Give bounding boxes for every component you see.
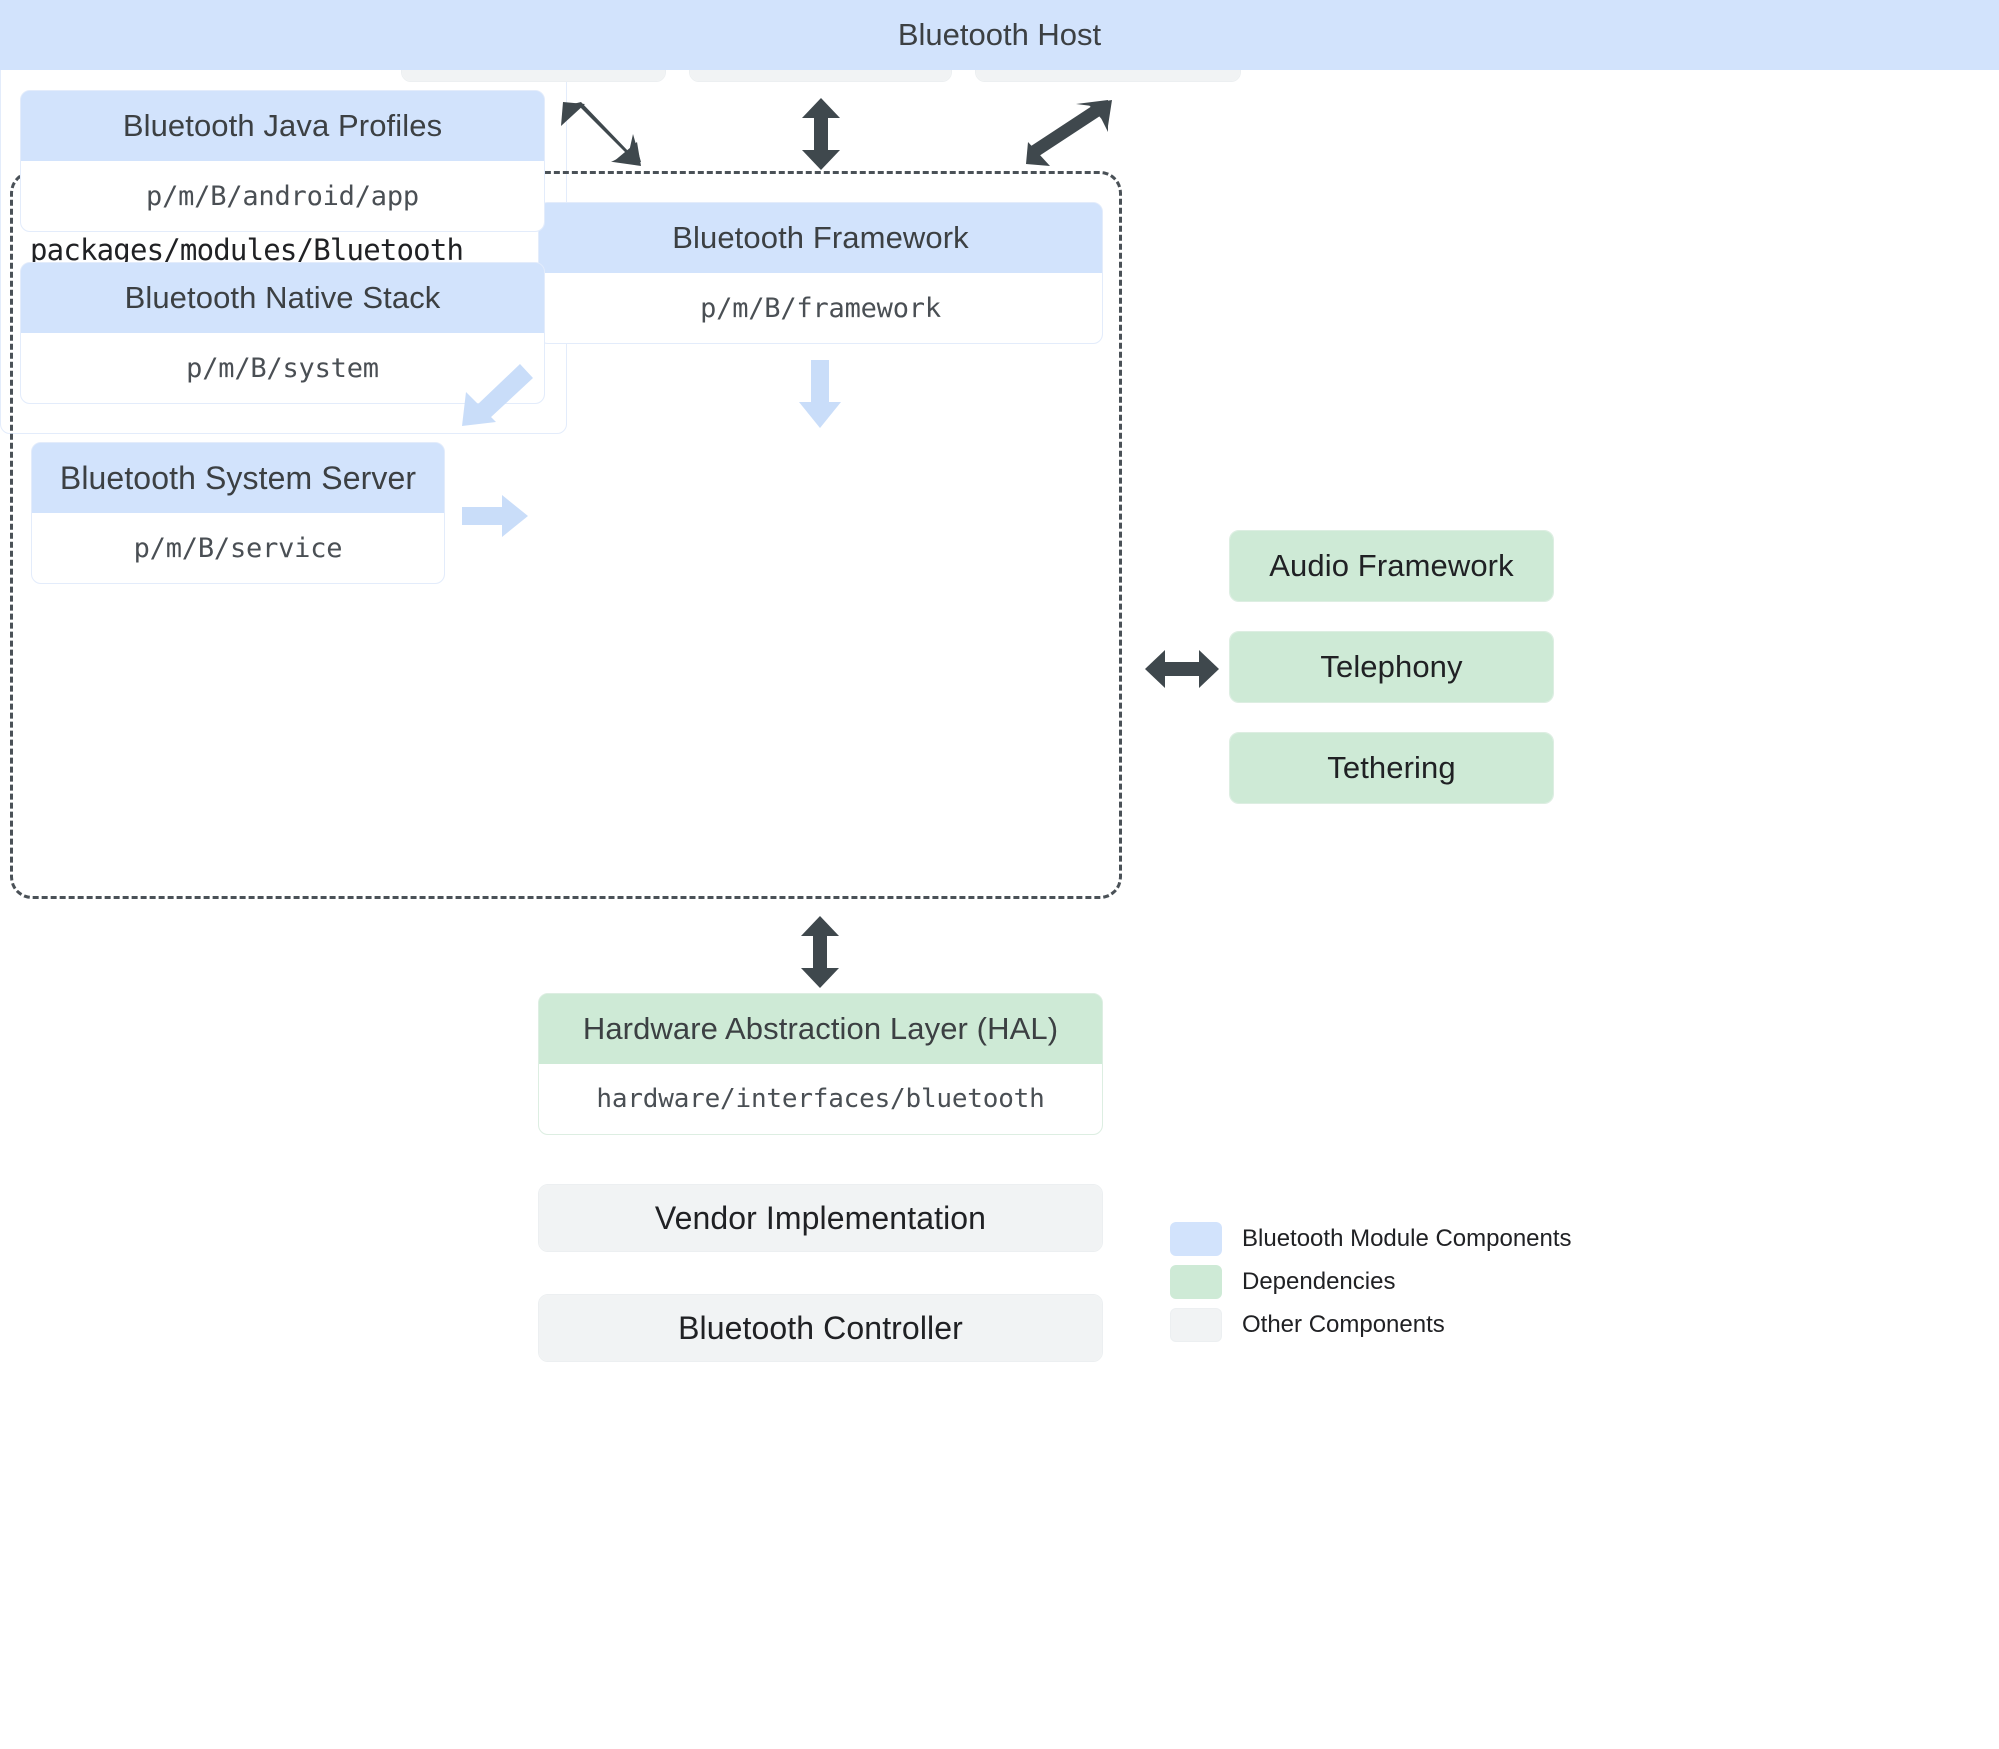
bluetooth-framework-title: Bluetooth Framework [539, 203, 1102, 273]
bluetooth-java-profiles-box[interactable]: Bluetooth Java Profiles p/m/B/android/ap… [20, 90, 545, 232]
tethering-box[interactable]: Tethering [1229, 732, 1554, 804]
audio-framework-label: Audio Framework [1230, 531, 1553, 601]
vendor-implementation-box[interactable]: Vendor Implementation [538, 1184, 1103, 1252]
arrow-framework-to-system-server [462, 364, 533, 426]
arrow-3p-apps-to-module [1026, 100, 1112, 166]
audio-framework-box[interactable]: Audio Framework [1229, 530, 1554, 602]
bluetooth-host-box[interactable]: Bluetooth Host Bluetooth Java Profiles p… [0, 0, 1999, 434]
arrow-module-to-hal [801, 916, 839, 988]
bluetooth-controller-label: Bluetooth Controller [539, 1295, 1102, 1361]
hal-path: hardware/interfaces/bluetooth [539, 1064, 1102, 1134]
bluetooth-framework-box[interactable]: Bluetooth Framework p/m/B/framework [538, 202, 1103, 344]
legend-label-dependencies: Dependencies [1242, 1268, 1396, 1295]
legend-label-other-components: Other Components [1242, 1311, 1445, 1338]
bluetooth-native-stack-box[interactable]: Bluetooth Native Stack p/m/B/system [20, 262, 545, 404]
hal-box[interactable]: Hardware Abstraction Layer (HAL) hardwar… [538, 993, 1103, 1135]
bluetooth-java-profiles-path: p/m/B/android/app [21, 161, 544, 231]
hal-title: Hardware Abstraction Layer (HAL) [539, 994, 1102, 1064]
bluetooth-framework-path: p/m/B/framework [539, 273, 1102, 343]
legend-item-other-components: Other Components [1170, 1304, 1590, 1346]
legend-swatch-module-components [1170, 1222, 1222, 1256]
arrow-google-apps-to-module [561, 102, 641, 166]
telephony-box[interactable]: Telephony [1229, 631, 1554, 703]
bluetooth-system-server-box[interactable]: Bluetooth System Server p/m/B/service [31, 442, 445, 584]
bluetooth-module-container [10, 171, 1122, 899]
legend-swatch-dependencies [1170, 1265, 1222, 1299]
bluetooth-controller-box[interactable]: Bluetooth Controller [538, 1294, 1103, 1362]
legend-item-dependencies: Dependencies [1170, 1261, 1590, 1303]
bluetooth-system-server-title: Bluetooth System Server [32, 443, 444, 513]
legend-item-module-components: Bluetooth Module Components [1170, 1218, 1590, 1260]
bluetooth-native-stack-title: Bluetooth Native Stack [21, 263, 544, 333]
bluetooth-host-title: Bluetooth Host [0, 0, 1999, 70]
bluetooth-system-server-path: p/m/B/service [32, 513, 444, 583]
vendor-implementation-label: Vendor Implementation [539, 1185, 1102, 1251]
arrow-framework-to-host [799, 360, 841, 428]
arrow-1p-apps-to-module [802, 98, 840, 170]
telephony-label: Telephony [1230, 632, 1553, 702]
arrow-system-server-to-host [462, 495, 528, 537]
bluetooth-module-path: packages/modules/Bluetooth [30, 233, 464, 267]
legend-swatch-other-components [1170, 1308, 1222, 1342]
legend: Bluetooth Module Components Dependencies… [1170, 1218, 1590, 1347]
tethering-label: Tethering [1230, 733, 1553, 803]
arrow-module-to-dependencies [1145, 650, 1219, 688]
legend-label-module-components: Bluetooth Module Components [1242, 1225, 1572, 1252]
bluetooth-java-profiles-title: Bluetooth Java Profiles [21, 91, 544, 161]
bluetooth-native-stack-path: p/m/B/system [21, 333, 544, 403]
